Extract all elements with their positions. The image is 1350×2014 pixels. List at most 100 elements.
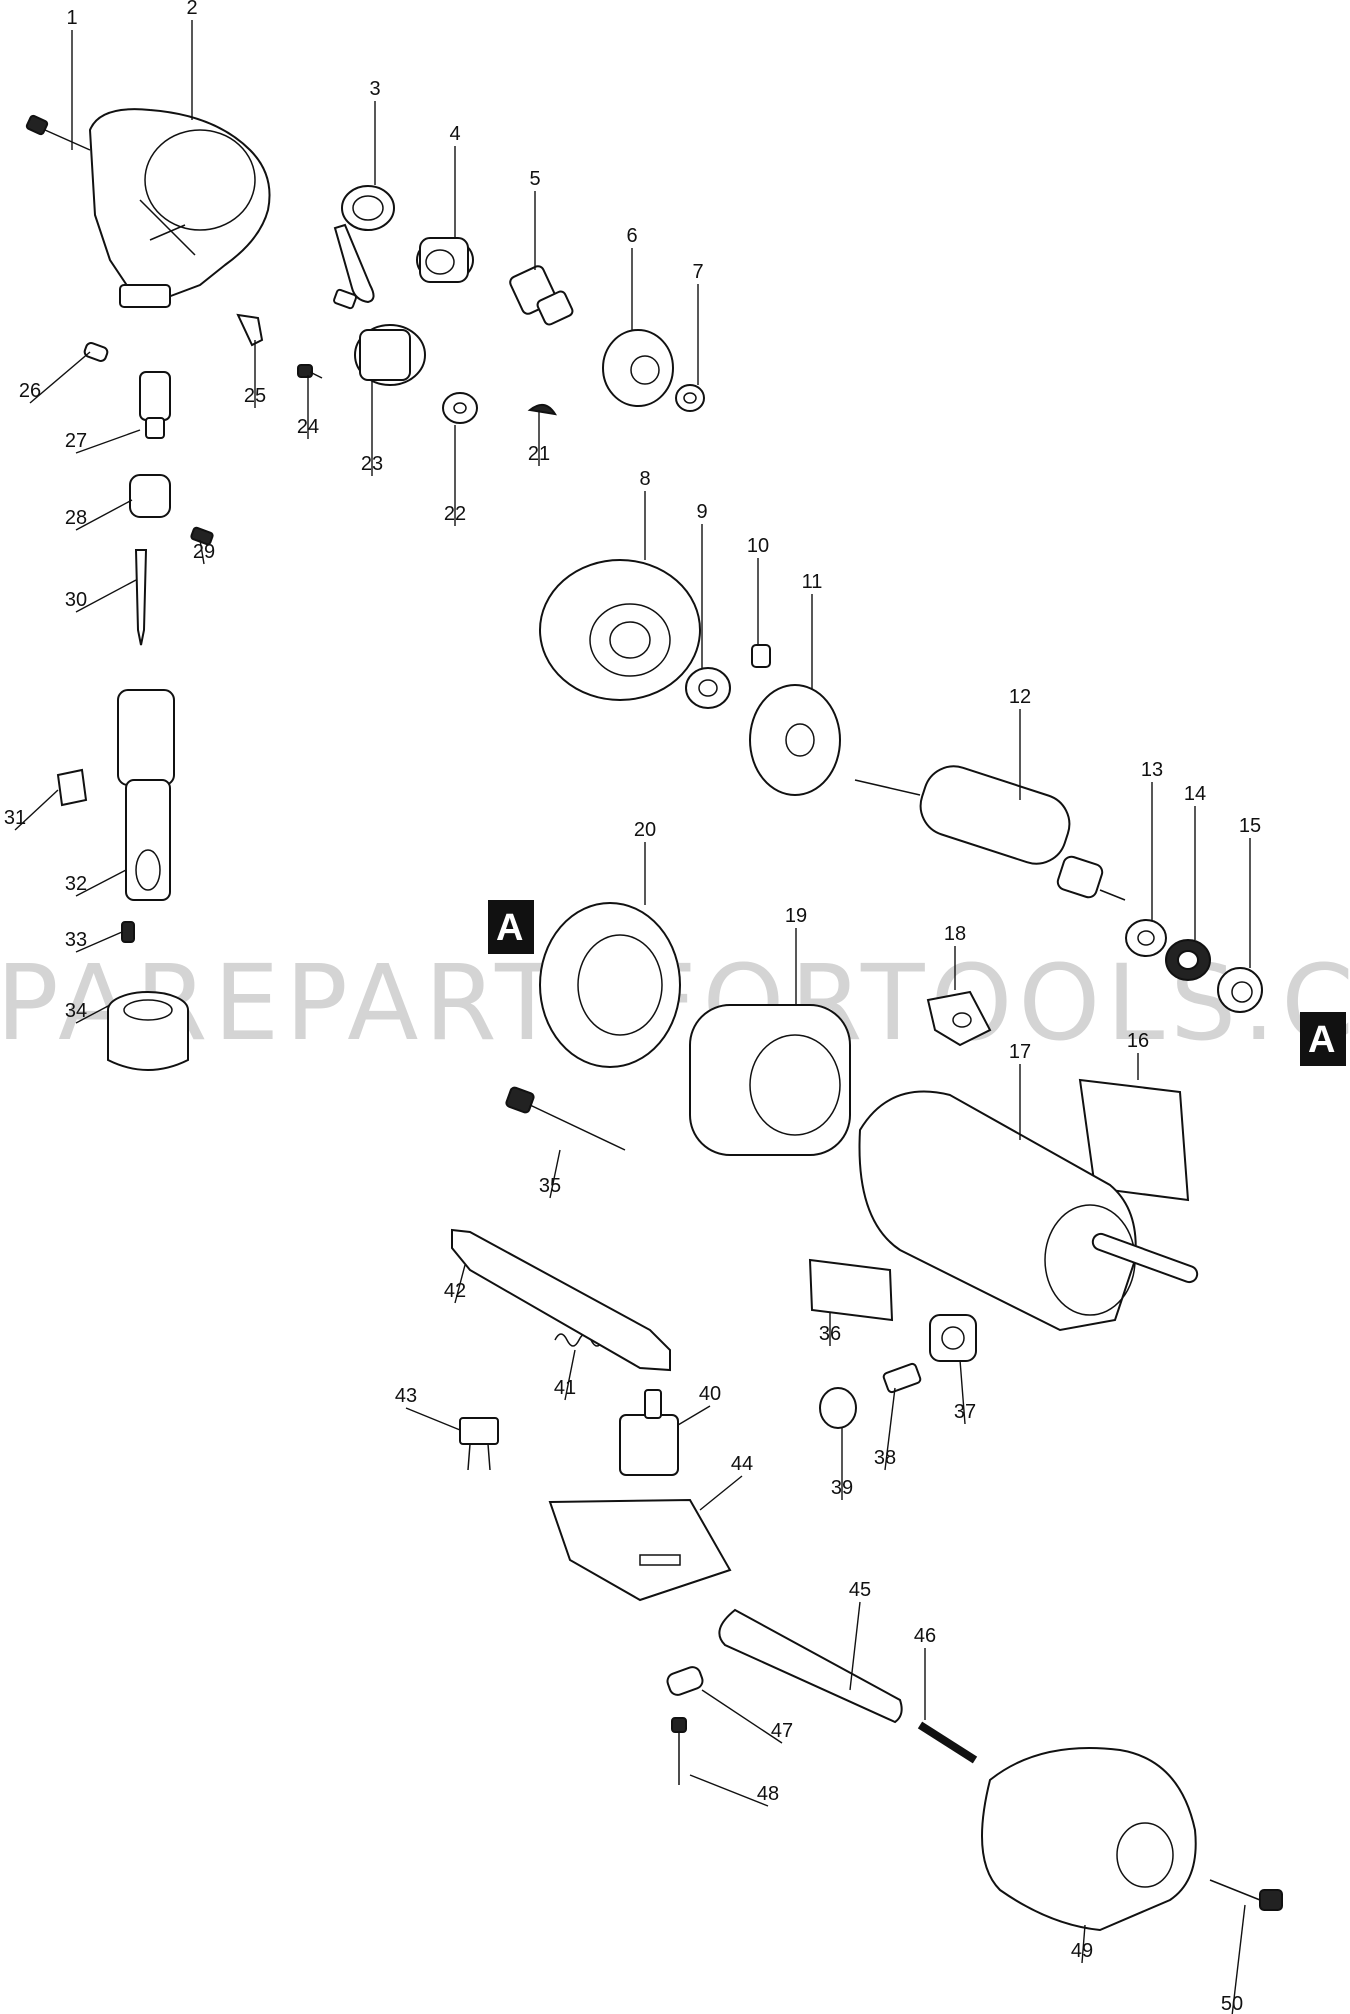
- part-bearing-14: [1165, 939, 1211, 981]
- callout-number-17: 17: [1009, 1041, 1031, 1063]
- section-marker-a-right-label: A: [1308, 1019, 1335, 1061]
- callout-number-42: 42: [444, 1280, 466, 1302]
- callout-number-38: 38: [874, 1447, 896, 1469]
- part-bearing-box-8: [539, 559, 701, 701]
- part-field-19: [689, 1004, 851, 1156]
- callout-number-15: 15: [1239, 815, 1261, 837]
- part-screw-50: [1209, 1879, 1283, 1911]
- part-screw-48: [671, 1717, 687, 1785]
- part-cord-46: [917, 1721, 978, 1764]
- part-screw-1: [25, 114, 91, 151]
- callout-leader-lines: [14, 20, 1251, 2014]
- callout-number-41: 41: [554, 1377, 576, 1399]
- part-armature-12: [854, 765, 1126, 901]
- callout-number-26: 26: [19, 380, 41, 402]
- part-screw-35: [505, 1086, 626, 1151]
- callout-number-28: 28: [65, 507, 87, 529]
- leader-line-32: [75, 869, 127, 897]
- part-baffle-18: [926, 990, 992, 1047]
- callout-number-19: 19: [785, 905, 807, 927]
- callout-number-11: 11: [802, 571, 823, 593]
- leader-line-35: [549, 1149, 561, 1199]
- part-baffle-ring-20: [539, 902, 681, 1068]
- part-cord-guard-45: [718, 1608, 903, 1724]
- callout-number-37: 37: [954, 1401, 976, 1423]
- part-bearing-9: [685, 667, 731, 709]
- part-pinion-23: [333, 288, 426, 386]
- callout-number-2: 2: [186, 0, 197, 19]
- part-switch-40: [619, 1389, 679, 1476]
- callout-number-20: 20: [634, 819, 656, 841]
- callout-number-4: 4: [449, 123, 460, 145]
- callout-number-13: 13: [1141, 759, 1163, 781]
- part-insulation-15: [1217, 967, 1263, 1013]
- part-die-holder-32: [117, 689, 175, 901]
- callout-number-35: 35: [539, 1175, 561, 1197]
- section-marker-a-right: A: [1300, 1012, 1346, 1066]
- callout-number-22: 22: [444, 503, 466, 525]
- leader-line-26: [29, 351, 91, 404]
- part-holder-27: [139, 371, 171, 439]
- part-needle-bearing-4: [416, 237, 474, 283]
- leader-line-29: [199, 539, 205, 565]
- part-strain-relief-47: [666, 1666, 704, 1696]
- callout-number-46: 46: [914, 1625, 936, 1647]
- callout-number-40: 40: [699, 1383, 721, 1405]
- callout-number-27: 27: [65, 430, 87, 452]
- part-fan-11: [749, 684, 841, 796]
- callout-number-45: 45: [849, 1579, 871, 1601]
- callout-number-16: 16: [1127, 1030, 1149, 1052]
- leader-line-33: [75, 931, 123, 953]
- part-punch-30: [134, 549, 148, 646]
- part-label-36: [808, 1258, 894, 1322]
- leader-line-40: [677, 1405, 711, 1426]
- part-washer-22: [442, 392, 478, 424]
- part-brush-holder-37: [929, 1314, 977, 1362]
- callout-number-39: 39: [831, 1477, 853, 1499]
- leader-line-48: [689, 1774, 769, 1807]
- callout-number-21: 21: [528, 443, 550, 465]
- callout-number-6: 6: [626, 225, 637, 247]
- callout-number-10: 10: [747, 535, 769, 557]
- leader-line-38: [884, 1387, 896, 1471]
- leader-line-47: [701, 1689, 783, 1744]
- callout-number-34: 34: [65, 1000, 87, 1022]
- part-washer-7: [675, 384, 705, 412]
- part-carbon-brush-38: [882, 1362, 922, 1394]
- part-switch-lever-42: [451, 1228, 671, 1372]
- callout-number-14: 14: [1184, 783, 1206, 805]
- callout-number-32: 32: [65, 873, 87, 895]
- callout-number-29: 29: [193, 541, 215, 563]
- section-marker-a-left-label: A: [496, 907, 523, 949]
- part-noise-suppressor-43: [459, 1417, 499, 1471]
- callout-number-7: 7: [692, 261, 703, 283]
- leader-line-28: [75, 499, 133, 531]
- callout-number-33: 33: [65, 929, 87, 951]
- part-brush-cap-39: [819, 1387, 857, 1429]
- part-terminal-base-44: [548, 1498, 732, 1602]
- part-clip-25: [236, 313, 264, 347]
- leader-line-45: [849, 1601, 861, 1691]
- leader-line-37: [959, 1359, 966, 1425]
- part-spindle-5: [509, 265, 574, 326]
- callout-number-1: 1: [66, 7, 77, 29]
- leader-line-31: [14, 789, 59, 831]
- part-label-16: [1078, 1078, 1190, 1202]
- callout-number-30: 30: [65, 589, 87, 611]
- part-ring-34: [107, 991, 189, 1071]
- part-gear-housing: [88, 108, 271, 308]
- callout-number-50: 50: [1221, 1993, 1243, 2014]
- callout-number-18: 18: [944, 923, 966, 945]
- part-bearing-13: [1125, 919, 1167, 957]
- part-motor-housing-17: [858, 1090, 1199, 1332]
- callout-number-23: 23: [361, 453, 383, 475]
- callout-number-9: 9: [696, 501, 707, 523]
- part-collar-28: [129, 474, 171, 518]
- callout-number-48: 48: [757, 1783, 779, 1805]
- callout-number-36: 36: [819, 1323, 841, 1345]
- leader-line-50: [1231, 1904, 1246, 2014]
- part-clamp-31: [56, 768, 88, 807]
